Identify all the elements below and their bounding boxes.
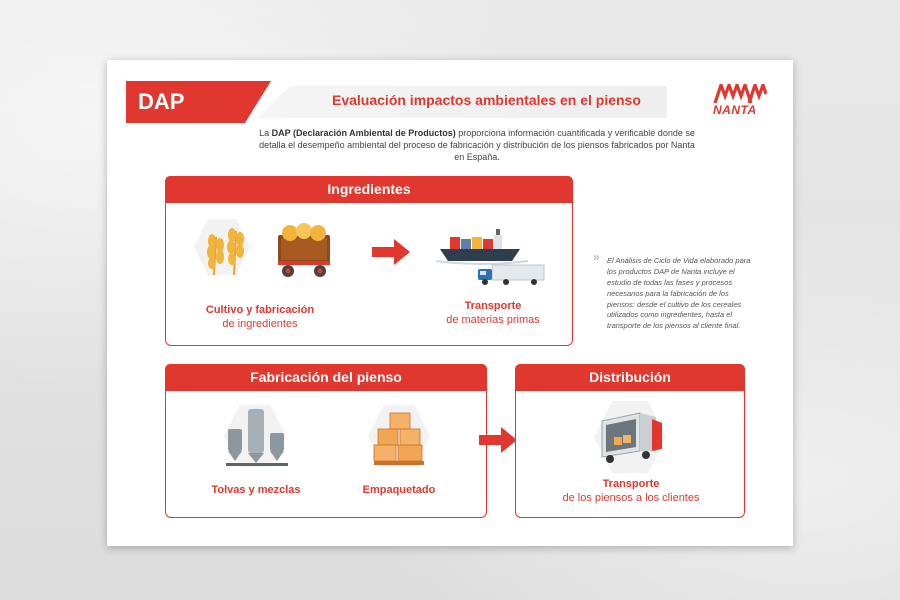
dap-tag: DAP (126, 81, 271, 123)
panel-ingredientes: Ingredientes (165, 176, 573, 346)
wheat-icon (198, 217, 254, 277)
label-transporte-mp-bold: Transporte (428, 299, 558, 313)
label-cultivo: Cultivo y fabricación de ingredientes (190, 303, 330, 332)
label-transporte-clientes-normal: de los piensos a los clientes (536, 491, 726, 505)
silo-icon (224, 405, 290, 469)
boxes-icon (372, 409, 428, 467)
intro-bold: DAP (Declaración Ambiental de Productos) (272, 128, 456, 138)
logo-text: NANTA (713, 103, 767, 117)
intro-paragraph: La DAP (Declaración Ambiental de Product… (257, 127, 697, 163)
side-note: El Análisis de Ciclo de Vida elaborado p… (607, 256, 757, 332)
label-cultivo-normal: de ingredientes (190, 317, 330, 331)
arrow-right-icon (479, 425, 519, 455)
nanta-logo-mark (713, 84, 767, 104)
label-cultivo-bold: Cultivo y fabricación (190, 303, 330, 317)
infographic-sheet: DAP Evaluación impactos ambientales en e… (107, 60, 793, 546)
panel-fabricacion: Fabricación del pienso Tolvas y mezclas (165, 364, 487, 518)
arrow-right-icon (372, 237, 412, 267)
panel-title-fabricacion: Fabricación del pienso (165, 364, 487, 391)
panel-distribucion: Distribución Transporte de los piensos a… (515, 364, 745, 518)
label-transporte-clientes-bold: Transporte (536, 477, 726, 491)
label-empaquetado: Empaquetado (334, 483, 464, 497)
label-tolvas: Tolvas y mezclas (186, 483, 326, 497)
hay-cart-icon (276, 221, 332, 279)
label-transporte-clientes: Transporte de los piensos a los clientes (536, 477, 726, 506)
label-transporte-mp-normal: de materias primas (428, 313, 558, 327)
panel-title-distribucion: Distribución (515, 364, 745, 391)
chevron-icon: » (593, 250, 600, 264)
delivery-truck-icon (596, 407, 666, 465)
label-tolvas-bold: Tolvas y mezclas (186, 483, 326, 497)
panel-title-ingredientes: Ingredientes (165, 176, 573, 203)
intro-prefix: La (259, 128, 272, 138)
label-transporte-mp: Transporte de materias primas (428, 299, 558, 328)
truck-icon (476, 263, 546, 287)
page-title: Evaluación impactos ambientales en el pi… (332, 92, 672, 108)
nanta-logo: NANTA (713, 84, 767, 120)
label-empaquetado-bold: Empaquetado (334, 483, 464, 497)
